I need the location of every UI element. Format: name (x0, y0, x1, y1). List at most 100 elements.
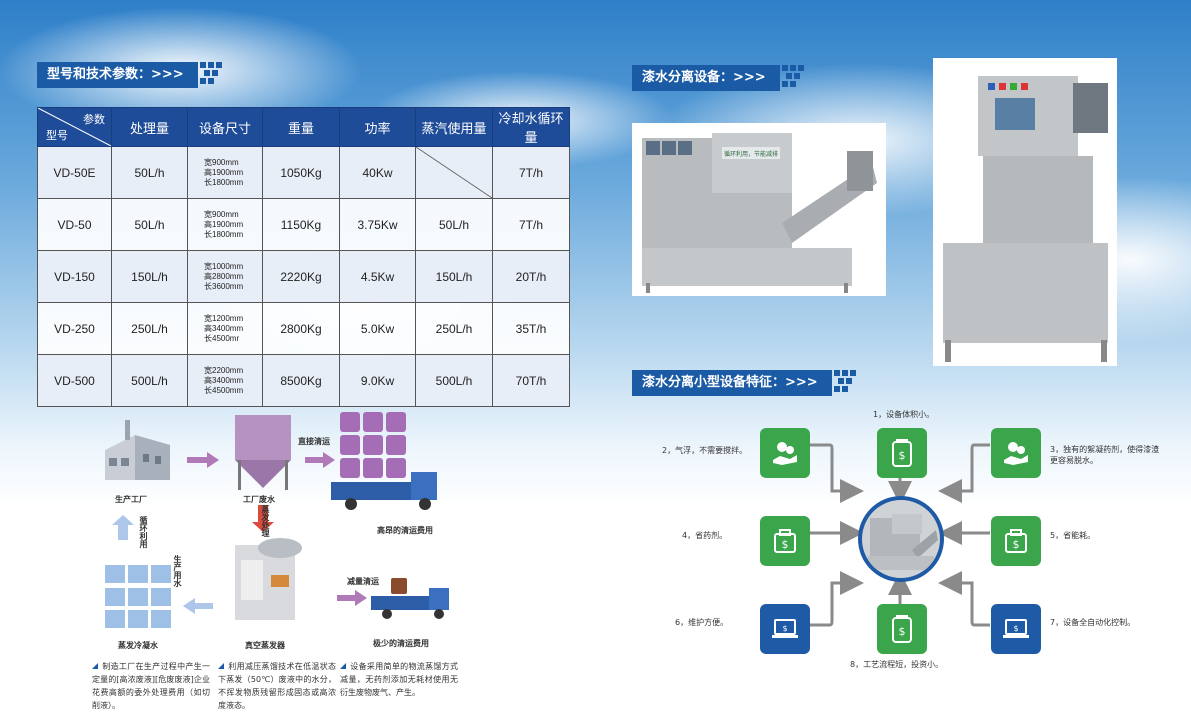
feature-6-label: 6，维护方便。 (675, 618, 729, 627)
feature-7-icon: $ (991, 604, 1041, 654)
header-weight: 重量 (262, 107, 340, 147)
feature-5-label: 5，省能耗。 (1050, 531, 1096, 540)
note-1: 制造工厂在生产过程中产生一定量的[高浓废液][危废废液]企业花费高额的委外处理费… (92, 660, 210, 712)
distilled-water-tanks-icon (105, 565, 171, 628)
flow-arrow (305, 452, 335, 468)
dollar-jar-icon: $ (892, 439, 912, 467)
spec-section-title: 型号和技术参数：>>> (37, 62, 198, 88)
cell-cooling: 20T/h (492, 250, 570, 303)
vacuum-evaporator-icon (235, 538, 302, 620)
spec-table: 参数 型号 处理量 设备尺寸 重量 功率 蒸汽使用量 冷却水循环量 VD-50E… (37, 107, 570, 407)
mosaic-decoration (199, 62, 228, 88)
cell-capacity: 150L/h (111, 250, 188, 303)
size-height: 高3400mm (204, 323, 244, 333)
cell-model: VD-500 (37, 354, 112, 407)
header-size: 设备尺寸 (187, 107, 263, 147)
evaporate-label: 蒸发处理 (261, 505, 270, 537)
cell-steam: 500L/h (415, 354, 493, 407)
flow-arrow (187, 452, 219, 468)
cell-cooling: 70T/h (492, 354, 570, 407)
cell-power: 4.5Kw (339, 250, 416, 303)
flow-arrow (337, 590, 367, 606)
corner-param-label: 参数 (83, 114, 105, 126)
cell-power: 40Kw (339, 146, 416, 199)
feature-4-icon: $ (760, 516, 810, 566)
cell-power: 3.75Kw (339, 198, 416, 251)
feature-2-label: 2，气浮，不需要搅拌。 (662, 446, 748, 455)
cell-steam-empty (415, 146, 493, 199)
mosaic-decoration (781, 65, 810, 91)
equipment-photo-2 (933, 58, 1117, 366)
size-width: 宽900mm (204, 157, 239, 167)
svg-text:$: $ (782, 538, 789, 551)
cell-weight: 1150Kg (262, 198, 340, 251)
laptop-icon: $ (1003, 619, 1029, 638)
cell-steam: 50L/h (415, 198, 493, 251)
cell-model: VD-50 (37, 198, 112, 251)
money-bag-icon: $ (1005, 529, 1027, 553)
high-cost-label: 高昂的清运费用 (377, 526, 433, 535)
feature-8-icon: $ (877, 604, 927, 654)
cell-capacity: 50L/h (111, 146, 188, 199)
note-2-text: 利用减压蒸馏技术在低温状态下蒸发（50℃）废液中的水分，不挥发物质残留形成固态或… (218, 662, 336, 710)
equipment-section-title: 漆水分离设备：>>> (632, 65, 780, 91)
size-length: 长4500mr (204, 333, 240, 343)
recycle-label: 循环利用 (139, 516, 148, 548)
truck-icon (331, 472, 437, 510)
feature-3-label: 3，独有的絮凝药剂，使得漆渣更容易脱水。 (1050, 445, 1160, 465)
feature-1-label: 1，设备体积小。 (873, 410, 935, 419)
vacuum-evaporator-label: 真空蒸发器 (245, 641, 285, 650)
production-water-label: 生产用水 (173, 555, 182, 587)
dollar-jar-icon: $ (892, 615, 912, 643)
feature-5-icon: $ (991, 516, 1041, 566)
cell-cooling: 7T/h (492, 198, 570, 251)
svg-text:$: $ (899, 625, 906, 638)
size-length: 长1800mm (204, 177, 244, 187)
features-section-header: 漆水分离小型设备特征：>>> (632, 368, 862, 398)
table-corner-cell: 参数 型号 (37, 107, 112, 147)
center-machine-photo (858, 496, 944, 582)
equipment-section-header: 漆水分离设备：>>> (632, 63, 810, 93)
header-steam: 蒸汽使用量 (415, 107, 493, 147)
cell-steam: 150L/h (415, 250, 493, 303)
waste-tank-icon (235, 415, 291, 490)
mosaic-decoration (833, 370, 862, 396)
cell-model: VD-150 (37, 250, 112, 303)
factory-label: 生产工厂 (115, 495, 147, 504)
laptop-icon: $ (772, 619, 798, 638)
svg-text:$: $ (899, 449, 906, 462)
cell-steam: 250L/h (415, 302, 493, 355)
cell-model: VD-250 (37, 302, 112, 355)
spec-section-header: 型号和技术参数：>>> (37, 60, 228, 90)
cell-power: 5.0Kw (339, 302, 416, 355)
size-height: 高3400mm (204, 375, 244, 385)
size-width: 宽1000mm (204, 261, 244, 271)
feature-1-icon: $ (877, 428, 927, 478)
feature-2-icon (760, 428, 810, 478)
cell-weight: 2800Kg (262, 302, 340, 355)
factory-icon (105, 420, 170, 480)
note-3: 设备采用简单的物流蒸馏方式减量，无药剂添加无耗材使用无衍生废物废气、产生。 (340, 660, 458, 699)
cell-weight: 1050Kg (262, 146, 340, 199)
cell-power: 9.0Kw (339, 354, 416, 407)
size-width: 宽1200mm (204, 313, 244, 323)
reduced-transport-label: 减量清运 (347, 577, 379, 586)
cell-weight: 8500Kg (262, 354, 340, 407)
note-1-text: 制造工厂在生产过程中产生一定量的[高浓废液][危废废液]企业花费高额的委外处理费… (92, 662, 210, 710)
cell-model: VD-50E (37, 146, 112, 199)
feature-3-icon (991, 428, 1041, 478)
direct-transport-label: 直接清运 (298, 437, 330, 446)
coins-hand-icon (1004, 442, 1028, 465)
compact-separator-illustration (943, 76, 1108, 362)
cell-capacity: 500L/h (111, 354, 188, 407)
size-width: 宽900mm (204, 209, 239, 219)
feature-7-label: 7，设备全自动化控制。 (1050, 618, 1136, 627)
